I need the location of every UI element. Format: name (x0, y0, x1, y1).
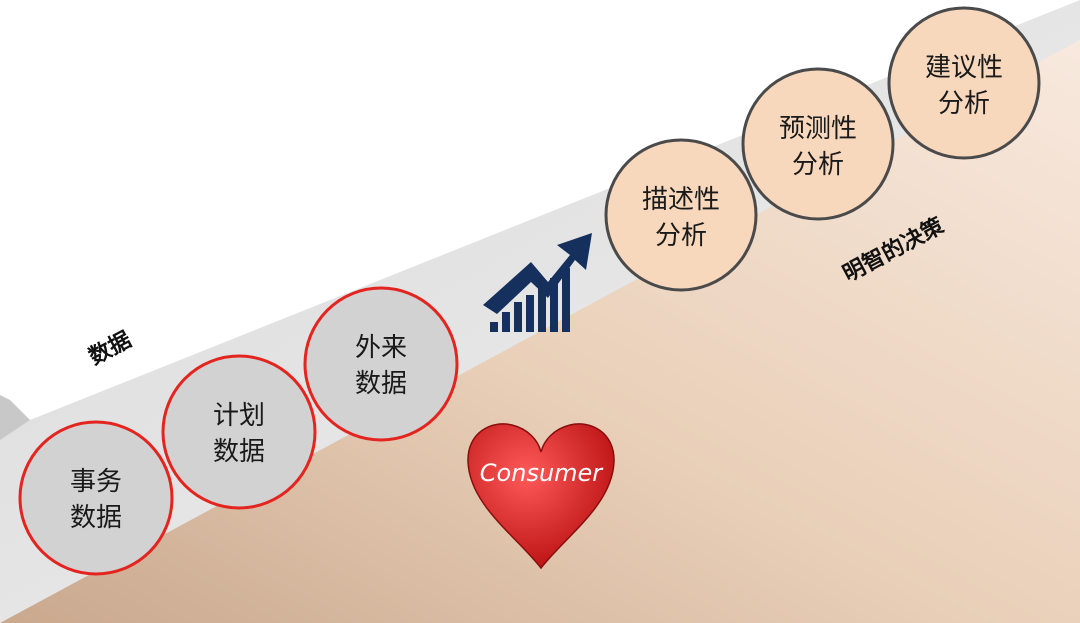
circle-shape (887, 6, 1041, 160)
circle-shape (303, 286, 459, 442)
circle-line-1: 计划 (213, 401, 265, 431)
circle-line-2: 分析 (792, 150, 844, 180)
circle-line-2: 数据 (355, 369, 407, 399)
analytics-circle-descriptive: 描述性 分析 (604, 138, 758, 292)
circle-line-2: 数据 (213, 437, 265, 467)
circle-shape (741, 67, 895, 221)
circle-line-1: 描述性 (642, 185, 720, 215)
analytics-circle-prescriptive: 建议性 分析 (887, 6, 1041, 160)
circle-shape (161, 354, 317, 510)
circle-line-2: 数据 (70, 503, 122, 533)
circle-line-1: 建议性 (925, 53, 1003, 83)
circle-line-2: 分析 (938, 89, 990, 119)
circle-shape (18, 420, 174, 576)
bar-chart-trend-arrow-icon (483, 233, 592, 332)
ramp-top-highlight (0, 395, 30, 440)
circle-line-2: 分析 (655, 221, 707, 251)
circle-line-1: 外来 (355, 333, 407, 363)
analytics-circle-predictive: 预测性 分析 (741, 67, 895, 221)
data-circle-plan: 计划 数据 (161, 354, 317, 510)
data-label: 数据 (85, 327, 136, 371)
circle-line-1: 预测性 (779, 114, 857, 144)
heart-icon: Consumer (467, 423, 615, 570)
heart-label: Consumer (480, 459, 605, 487)
circle-shape (604, 138, 758, 292)
data-circle-external: 外来 数据 (303, 286, 459, 442)
circle-line-1: 事务 (70, 467, 122, 497)
data-circle-transaction: 事务 数据 (18, 420, 174, 576)
